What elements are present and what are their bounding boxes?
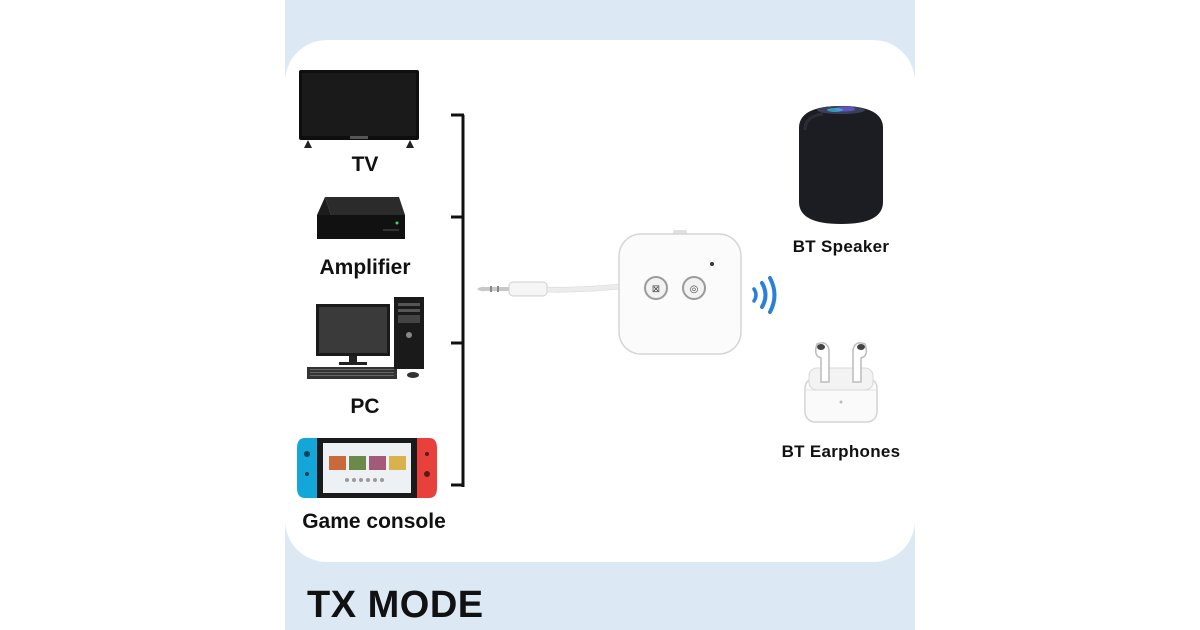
game-console-icon (297, 438, 437, 498)
bt-earphones-label: BT Earphones (781, 442, 901, 461)
diagram-card: TV Amplifier (285, 40, 915, 562)
amplifier-icon (317, 197, 405, 239)
tv-label: TV (351, 153, 379, 176)
diagram-panel: TV Amplifier (285, 0, 915, 630)
bt-earphones-icon (804, 342, 878, 423)
audio-jack-icon (477, 281, 621, 297)
bluetooth-signal-icon (752, 276, 777, 314)
svg-text:◎: ◎ (690, 284, 699, 295)
svg-text:⊠: ⊠ (652, 284, 660, 295)
pc-label: PC (350, 395, 380, 418)
game-console-label: Game console (302, 510, 446, 533)
bt-speaker-label: BT Speaker (792, 237, 890, 256)
bt-speaker-icon (799, 106, 883, 224)
source-bracket (451, 113, 465, 487)
pc-icon (307, 297, 424, 379)
amplifier-label: Amplifier (319, 256, 411, 279)
tv-icon (299, 70, 419, 148)
mode-title: TX MODE (307, 584, 484, 626)
bluetooth-transmitter-device: ⊠ ◎ (618, 230, 742, 355)
